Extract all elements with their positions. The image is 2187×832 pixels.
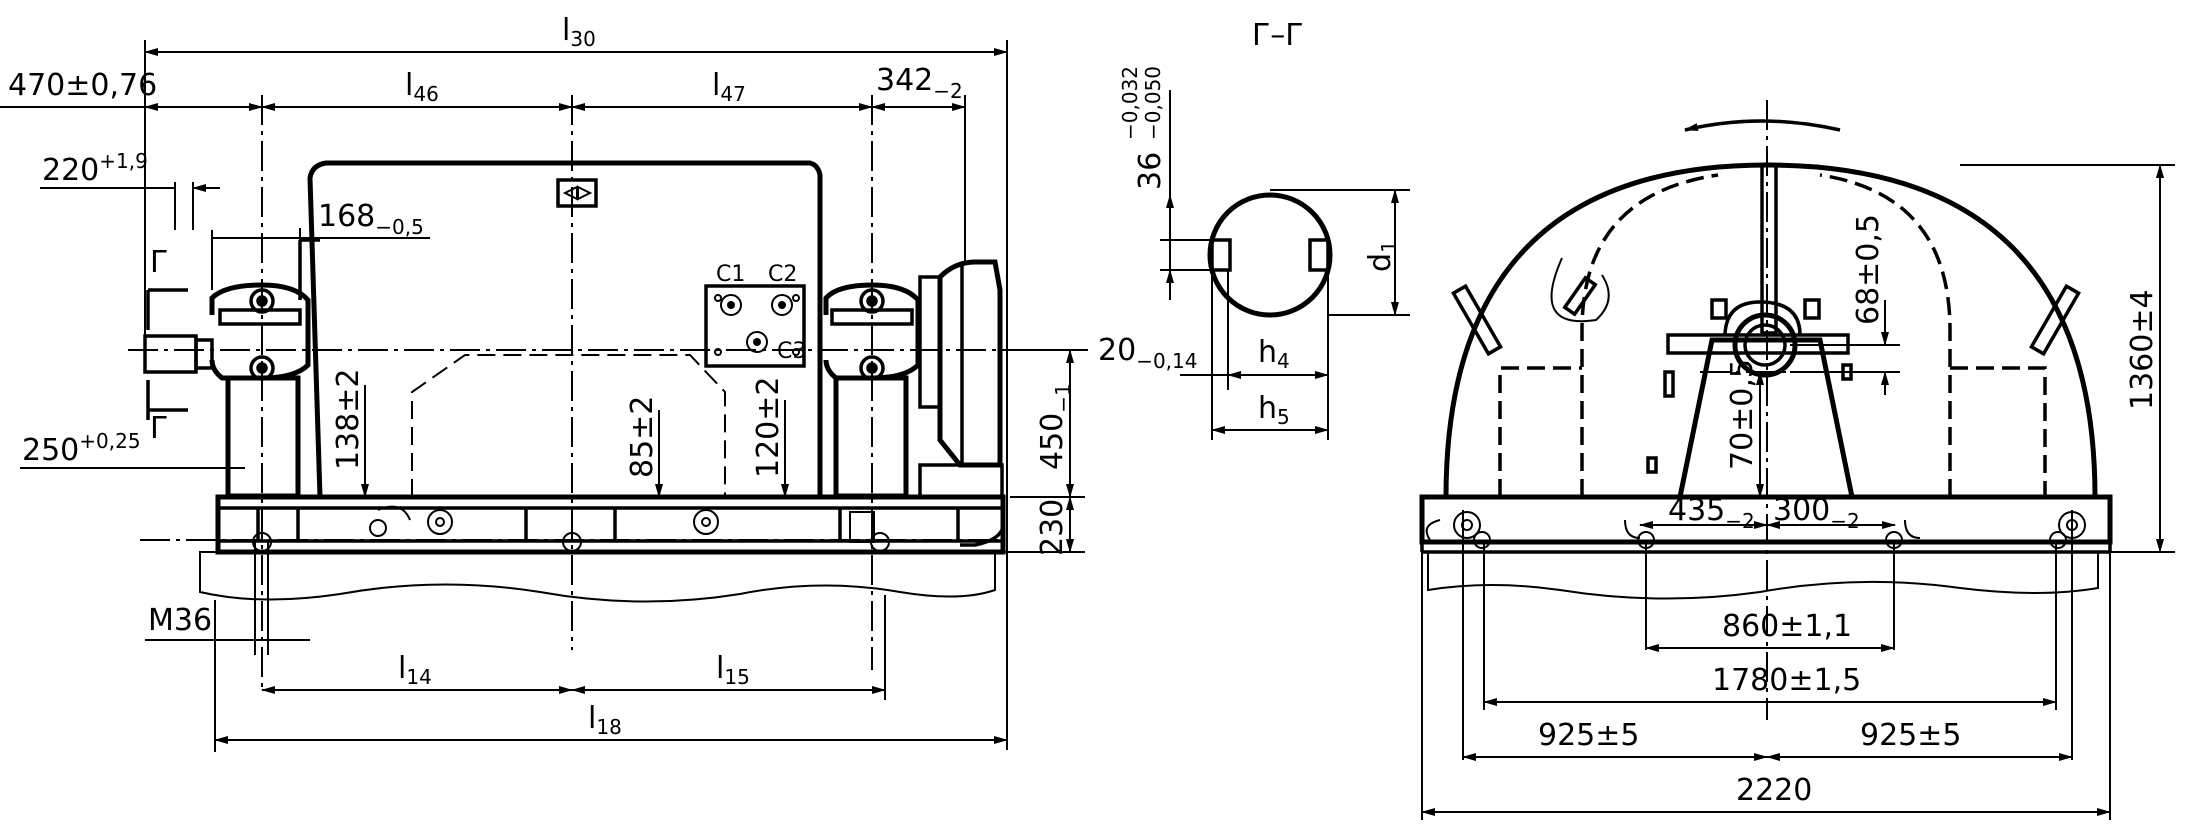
dim-2220: 2220 xyxy=(1736,773,1812,808)
section-mark-bottom: Г xyxy=(150,411,168,446)
foundation-end xyxy=(1427,551,2099,600)
dim-l15: l15 xyxy=(716,651,750,689)
dim-925-left: 925±5 xyxy=(1538,718,1639,753)
dim-h4: h4 xyxy=(1258,335,1290,373)
dim-230: 230 xyxy=(1035,499,1070,556)
dim-1360: 1360±4 xyxy=(2125,289,2160,410)
terminal-box xyxy=(704,284,806,368)
foundation-bolts xyxy=(252,505,890,552)
dim-l18: l18 xyxy=(588,701,622,739)
dim-250: 250+0,25 xyxy=(22,429,141,468)
dim-435: 435−2 xyxy=(1668,493,1755,533)
dim-470: 470±0,76 xyxy=(8,68,157,103)
dim-925-right: 925±5 xyxy=(1860,718,1961,753)
dim-860: 860±1,1 xyxy=(1722,609,1852,644)
exciter-unit xyxy=(918,259,1004,499)
foundation-side xyxy=(199,551,996,603)
dim-70: 70±0,5 xyxy=(1725,359,1760,470)
side-view: C1 C2 C3 xyxy=(0,13,1090,752)
end-view: 1360±4 68±0,5 70±0,5 435−2 300−2 xyxy=(1419,100,2175,820)
dim-450: 450−1 xyxy=(1035,383,1075,470)
left-bearing-pedestal xyxy=(143,282,311,499)
dim-85: 85±2 xyxy=(625,396,660,478)
dim-36-tol-lo: −0,050 xyxy=(1141,66,1165,140)
dim-1780: 1780±1,5 xyxy=(1712,663,1861,698)
label-c2: C2 xyxy=(768,262,797,287)
dim-138: 138±2 xyxy=(331,369,366,470)
dim-300: 300−2 xyxy=(1773,493,1860,533)
dim-20: 20−0,14 xyxy=(1098,333,1197,373)
dim-342: 342−2 xyxy=(876,63,963,103)
lifting-lugs xyxy=(1451,275,2081,357)
label-c3: C3 xyxy=(777,339,806,364)
dim-36-tol-up: −0,032 xyxy=(1118,66,1142,140)
dome-cover xyxy=(1443,162,2098,498)
dim-l14: l14 xyxy=(398,651,432,689)
shaft-section: Г–Г 36 −0,032 −0,050 d1 20−0,14 h4 h5 xyxy=(1098,18,1410,440)
dim-d1: d1 xyxy=(1363,240,1401,272)
dim-l46: l46 xyxy=(405,68,439,106)
dim-l47: l47 xyxy=(712,68,746,106)
dim-68: 68±0,5 xyxy=(1851,214,1886,325)
base-frame xyxy=(215,494,1006,555)
dim-220: 220+1,9 xyxy=(42,149,148,188)
dim-m36: M36 xyxy=(148,603,212,638)
dim-36: 36 xyxy=(1133,152,1168,190)
dim-h5: h5 xyxy=(1258,391,1290,429)
label-c1: C1 xyxy=(716,262,745,287)
section-title: Г–Г xyxy=(1252,18,1304,53)
dim-168: 168−0,5 xyxy=(318,199,424,239)
motor-housing xyxy=(307,160,823,498)
dim-l30: l30 xyxy=(562,13,596,51)
dim-120: 120±2 xyxy=(751,377,786,478)
centerlines-side xyxy=(128,95,1090,690)
section-mark-top: Г xyxy=(150,245,168,280)
nameplate-icon xyxy=(556,178,598,208)
